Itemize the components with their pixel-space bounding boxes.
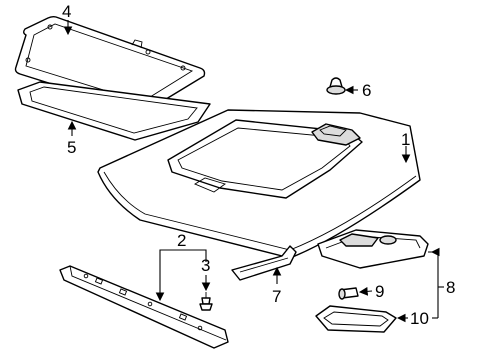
callout-7: 7	[272, 287, 281, 306]
leader-lines	[63, 20, 444, 323]
clip-fastener	[326, 77, 346, 95]
headliner	[97, 109, 421, 259]
lamp-lens	[315, 305, 397, 333]
callout-2: 2	[177, 231, 186, 250]
screw	[199, 292, 213, 311]
callout-9: 9	[375, 282, 384, 301]
bracket	[231, 245, 297, 281]
callout-10: 10	[410, 309, 429, 328]
callout-3: 3	[201, 256, 210, 275]
callout-5: 5	[67, 138, 76, 157]
sunroof-frame-seal	[17, 81, 211, 141]
callout-8: 8	[446, 278, 455, 297]
reinforcement-bar	[59, 265, 229, 349]
callout-4: 4	[62, 2, 71, 21]
sunroof-glass-panel	[14, 15, 206, 113]
dome-lamp-assembly	[317, 229, 429, 269]
callout-1: 1	[401, 130, 410, 149]
bulb	[338, 287, 359, 300]
callout-6: 6	[362, 81, 371, 100]
